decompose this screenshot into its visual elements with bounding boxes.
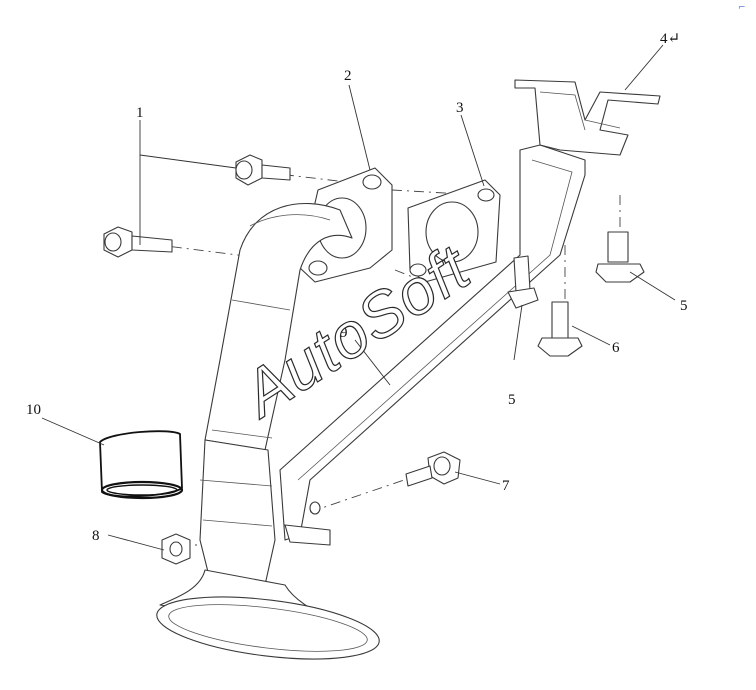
part-1-bolt-lower	[103, 226, 173, 258]
callout-6: 6	[612, 340, 620, 356]
callout-3: 3	[456, 100, 464, 116]
callout-2: 2	[344, 68, 352, 84]
support-bracket	[279, 144, 586, 546]
part-6-bolt	[537, 301, 583, 357]
part-5-flange-bolt-upper	[595, 231, 645, 283]
callout-9: 9	[340, 325, 348, 341]
callout-7: 7	[502, 478, 510, 494]
part-5-flange-bolt-lower	[507, 255, 539, 309]
part-3-gasket	[407, 179, 501, 283]
leader-lines	[41, 44, 676, 551]
corner-mark: ⌐	[738, 3, 746, 13]
callout-4: 4↵	[660, 31, 680, 47]
part-8-nut	[161, 533, 191, 565]
callout-5-upper: 5	[680, 298, 688, 314]
callout-labels: 1 2 3 4↵ 5 5 6 7 8 9 10	[26, 31, 688, 544]
part-7-bolt	[405, 451, 461, 487]
part-9-oil-pickup-tube	[156, 203, 380, 660]
callout-10: 10	[26, 402, 41, 418]
callout-8: 8	[92, 528, 100, 544]
callout-1: 1	[136, 105, 144, 121]
part-10-sleeve	[99, 430, 184, 500]
part-1-bolt-upper	[235, 154, 291, 186]
part-4-upper-bracket	[514, 79, 661, 156]
callout-5-lower: 5	[508, 392, 516, 408]
